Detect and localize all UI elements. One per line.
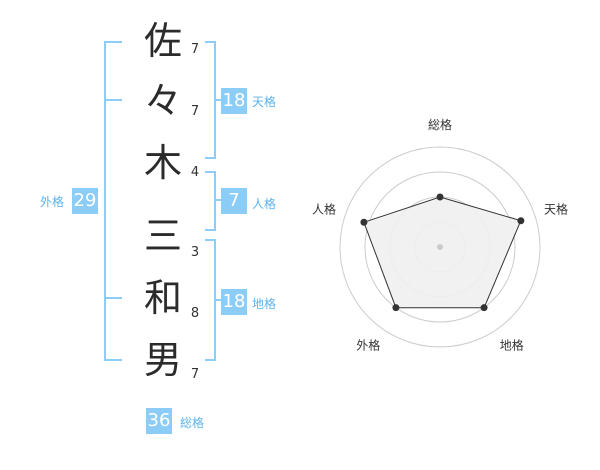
radar-area: [363, 196, 522, 309]
radar-point: [517, 217, 525, 225]
jinkaku-label: 人格: [252, 197, 277, 211]
soukaku-value: 36: [146, 408, 172, 434]
chikaku-label: 地格: [252, 297, 277, 311]
jinkaku-value: 7: [221, 188, 247, 214]
stroke-count-5: 8: [190, 306, 200, 321]
radar-point: [480, 304, 488, 312]
name-char-3: 木: [143, 141, 182, 185]
radar-axis-label: 地格: [500, 338, 524, 353]
name-char-4: 三: [143, 214, 182, 258]
radar-point: [392, 304, 400, 312]
soukaku-label: 総格: [180, 416, 205, 430]
radar-axis-label: 天格: [544, 201, 568, 216]
stroke-count-6: 7: [190, 367, 200, 382]
stroke-count-4: 3: [190, 245, 200, 260]
stroke-count-2: 7: [190, 104, 200, 119]
radar-point: [360, 218, 368, 226]
radar-axis-label: 総格: [428, 117, 452, 132]
stroke-count-1: 7: [190, 42, 200, 57]
name-char-2: 々: [143, 79, 182, 123]
stroke-count-3: 4: [190, 165, 200, 180]
radar-points: [360, 193, 525, 312]
tenkaku-value: 18: [221, 88, 247, 114]
name-char-1: 佐: [143, 19, 182, 63]
gaikaku-label: 外格: [40, 195, 65, 209]
chikaku-value: 18: [221, 289, 247, 315]
radar-ring: [364, 171, 516, 323]
radar-axis-label: 外格: [356, 338, 380, 353]
gaikaku-value: 29: [72, 188, 98, 214]
name-char-5: 和: [143, 276, 182, 320]
radar-center-dot: [437, 244, 443, 250]
radar-point: [436, 193, 444, 201]
radar-axis-label: 人格: [312, 201, 336, 216]
tenkaku-label: 天格: [252, 95, 277, 109]
name-char-6: 男: [143, 338, 182, 382]
